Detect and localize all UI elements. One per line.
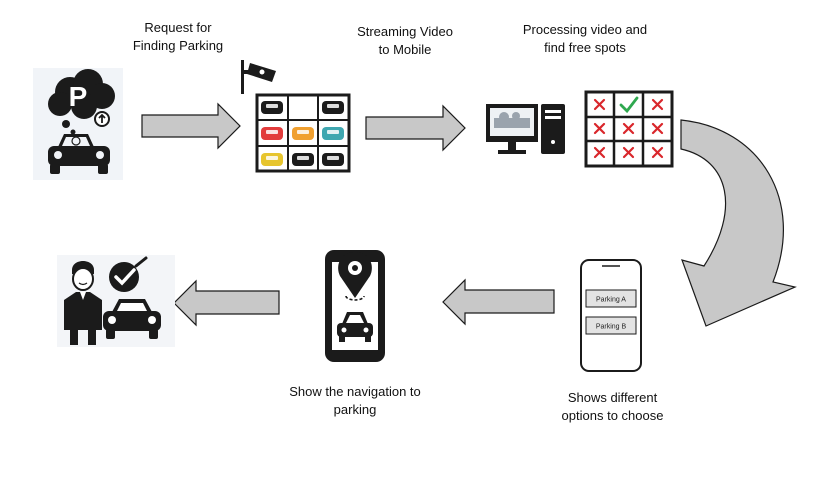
label-navigation: Show the navigation to parking — [289, 384, 421, 417]
arrow-right-2 — [365, 104, 466, 152]
camera-parking-lot-icon — [241, 60, 351, 173]
arrow-left-2 — [173, 279, 280, 327]
svg-text:Parking A: Parking A — [596, 297, 626, 304]
label-request: Request for Finding Parking — [132, 20, 224, 53]
man-car-check-icon — [57, 255, 175, 347]
curved-arrow-down — [680, 119, 797, 327]
arrow-right-1 — [141, 102, 241, 150]
label-streaming: Streaming Video to Mobile — [357, 24, 453, 57]
arrow-left-1 — [442, 278, 555, 326]
spot-grid-icon — [584, 90, 674, 168]
svg-text:P: P — [69, 81, 88, 112]
option-parking-a[interactable]: Parking A — [585, 289, 637, 308]
option-parking-b[interactable]: Parking B — [585, 316, 637, 335]
parking-car-icon: P — [33, 68, 123, 180]
phone-options-icon: Parking A Parking B — [580, 259, 642, 372]
svg-text:Parking B: Parking B — [596, 324, 627, 331]
label-options: Shows different options to choose — [561, 390, 664, 423]
phone-navigation-icon — [325, 250, 385, 362]
label-processing: Processing video and find free spots — [522, 22, 648, 55]
computer-icon — [486, 104, 565, 154]
